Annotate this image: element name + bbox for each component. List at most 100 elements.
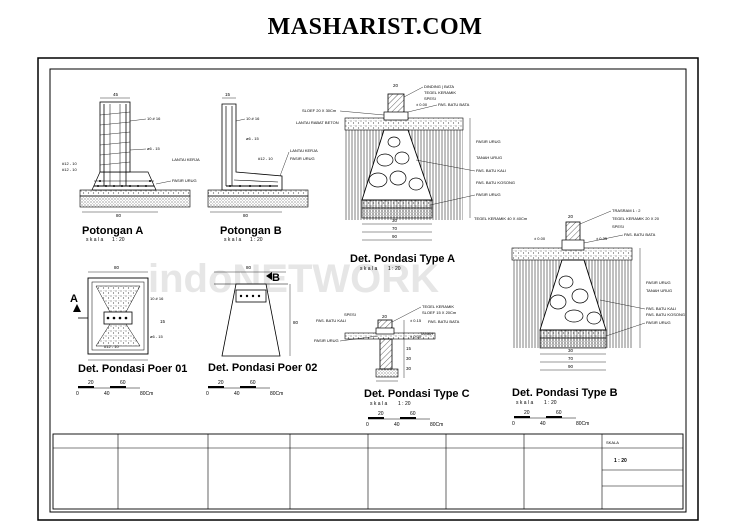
ta-label-3: PAS. BATU BATA — [438, 102, 470, 107]
sb3-bot-2: 80Cm — [430, 422, 443, 428]
tb-label-1: TEGEL KERAMIK 20 X 20 — [612, 216, 660, 221]
scale-bar-typec — [368, 417, 430, 420]
ta-label-0: DINDING | BATA — [424, 84, 454, 89]
pa-dim-top: 45 — [113, 92, 119, 97]
sb3-bot-1: 40 — [394, 422, 400, 428]
sb1-top-0: 20 — [88, 380, 94, 386]
tb-label-3: PAS. BATU BATA — [624, 232, 656, 237]
tc-label-5: SPESI — [344, 312, 356, 317]
tb-dim-3: 90 — [568, 364, 574, 369]
sb2-bot-2: 80Cm — [270, 391, 283, 397]
pa-label-3: PASIR URUG — [172, 178, 197, 183]
sb2-bot-0: 0 — [206, 391, 209, 397]
pb-label-3: #12 - 10 — [258, 156, 273, 161]
ta-label-1: TEGEL KERAMIK — [424, 90, 456, 95]
poer01-label-2: #12 - 10 — [104, 344, 119, 349]
tb-dim-0: 20 — [568, 214, 574, 219]
pa-label-4: #12 - 10 — [62, 161, 77, 166]
sb3-top-0: 20 — [378, 411, 384, 417]
poer01-dim-side: 15 — [160, 319, 166, 324]
poer01-dim-top: 80 — [114, 265, 120, 270]
site-title: MASHARIST.COM — [267, 14, 483, 40]
tb-label-5: PASIR URUG — [646, 280, 671, 285]
ta-label-2: SPESI — [424, 96, 436, 101]
poer02-title: Det. Pondasi Poer 02 — [208, 362, 317, 374]
pa-scale-value: 1 : 20 — [112, 237, 125, 243]
tc-label-2: PAS. BATU BATA — [428, 319, 460, 324]
sb4-bot-2: 80Cm — [576, 421, 589, 427]
pb-dim-bottom: 80 — [243, 213, 249, 218]
watermark: indoNETWORK — [148, 257, 439, 301]
pa-label-1: ø6 - 15 — [147, 146, 160, 151]
tb-dim-2: 70 — [568, 356, 574, 361]
pb-label-2: LANTAI KERJA — [290, 148, 318, 153]
sb1-bot-1: 40 — [104, 391, 110, 397]
skala-value: 1 : 20 — [614, 458, 627, 464]
poer01-label-1: ø6 - 15 — [150, 334, 163, 339]
poer01-title: Det. Pondasi Poer 01 — [78, 363, 187, 375]
sb4-top-0: 20 — [524, 410, 530, 416]
sb1-top-1: 60 — [120, 380, 126, 386]
tc-label-1: SLOEF 15 X 20Cm — [422, 310, 457, 315]
tc-label-3: TANAH — [420, 331, 433, 336]
tb-label-0: TRASRAM 1 : 2 — [612, 208, 641, 213]
poer01-marker: A — [70, 293, 78, 305]
tc-label-6: PASIR URUG — [314, 338, 339, 343]
tb-label-6: TANAH URUG — [646, 288, 672, 293]
poer02-marker: B — [272, 272, 280, 284]
sb2-top-0: 20 — [218, 380, 224, 386]
ta-label-7: TANAH URUG — [476, 155, 502, 160]
sb2-bot-1: 40 — [234, 391, 240, 397]
ta-label-4: SLOEF 20 X 30Cm — [302, 108, 337, 113]
pb-label-0: 10 # 16 — [246, 116, 260, 121]
tb-scale-word: s k a l a — [516, 400, 533, 406]
ta-dim-1: 30 — [392, 218, 398, 223]
sb3-top-1: 60 — [410, 411, 416, 417]
skala-label: SKALA — [606, 440, 619, 445]
title-block — [52, 433, 684, 510]
tc-dim-0: 20 — [382, 314, 388, 319]
pb-scale-word: s k a l a — [224, 237, 241, 243]
tb-level-1: ± 0.00 — [534, 236, 546, 241]
ta-label-9: PAS. BATU KOSONG — [476, 180, 515, 185]
tc-level-1: ± 0.00 — [410, 334, 422, 339]
ta-level: ± 0.00 — [416, 102, 428, 107]
poer-01-drawing — [73, 271, 149, 361]
ta-label-5: LANTAI RABAT BETON — [296, 120, 339, 125]
tc-label-4: PAS. BATU KALI — [316, 318, 346, 323]
tc-label-0: TEGEL KERAMIK — [422, 304, 454, 309]
scale-bar-typeb — [514, 416, 576, 419]
tb-label-8: PAS. BATU KOSONG — [646, 312, 685, 317]
poer02-dim-side: 80 — [293, 320, 299, 325]
sb4-bot-1: 40 — [540, 421, 546, 427]
type-b-drawing — [511, 221, 641, 371]
pb-label-1: ø6 - 15 — [246, 136, 259, 141]
ta-title: Det. Pondasi Type A — [350, 253, 455, 265]
sb4-bot-0: 0 — [512, 421, 515, 427]
tc-dim-1: 15 — [406, 346, 412, 351]
inner-frame — [49, 68, 687, 513]
ta-scale-value: 1 : 20 — [388, 266, 401, 272]
sb1-bot-2: 80Cm — [140, 391, 153, 397]
sb2-top-1: 60 — [250, 380, 256, 386]
poer01-label-0: 10 # 16 — [150, 296, 164, 301]
pa-label-2: LANTAI KERJA — [172, 157, 200, 162]
tb-title: Det. Pondasi Type B — [512, 387, 618, 399]
ta-dim-3: 90 — [392, 234, 398, 239]
ta-dim-0: 20 — [393, 83, 399, 88]
pa-scale-word: s k a l a — [86, 237, 103, 243]
sb4-top-1: 60 — [556, 410, 562, 416]
pb-label-4: PASIR URUG — [290, 156, 315, 161]
pb-scale-value: 1 : 20 — [250, 237, 263, 243]
ta-label-8: PAS. BATU KALI — [476, 168, 506, 173]
type-c-drawing — [344, 319, 436, 382]
tc-scale-value: 1 : 20 — [398, 401, 411, 407]
tb-dim-1: 30 — [568, 348, 574, 353]
tb-label-2: SPESI — [612, 224, 624, 229]
ta-scale-word: s k a l a — [360, 266, 377, 272]
pb-dim-top: 15 — [225, 92, 231, 97]
tb-level-0: ± 0.35 — [596, 236, 608, 241]
potongan-b-drawing — [207, 97, 309, 213]
ta-dim-2: 70 — [392, 226, 398, 231]
